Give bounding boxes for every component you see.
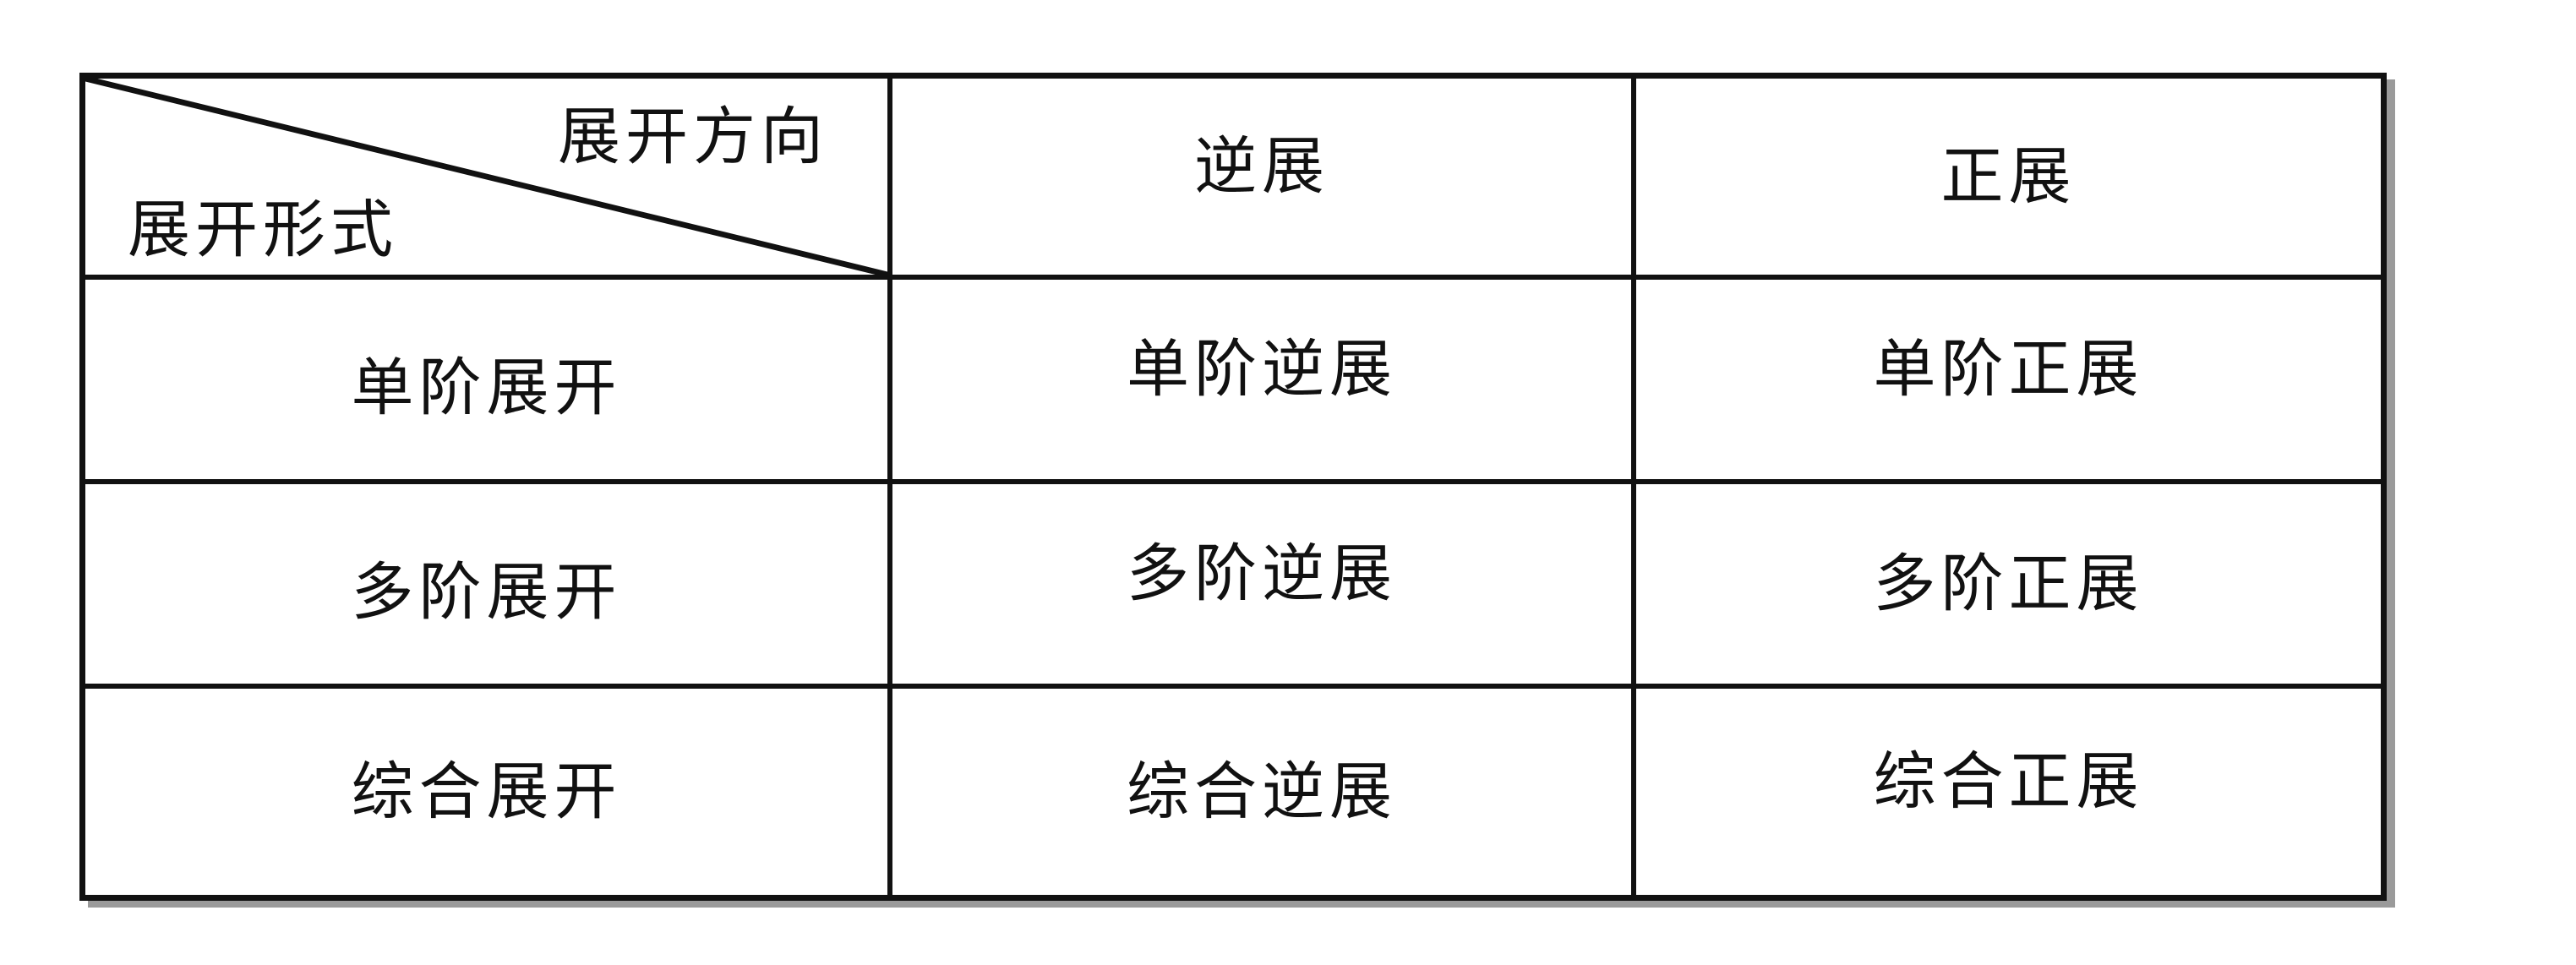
- row-header-label: 单阶展开: [351, 352, 622, 424]
- cell-label: 多阶正展: [1873, 548, 2144, 620]
- row-header-cell: 多阶展开: [85, 484, 892, 689]
- table-cell: 综合逆展: [892, 689, 1636, 895]
- corner-label-form: 展开形式: [128, 194, 398, 266]
- cell-label: 综合正展: [1873, 745, 2144, 818]
- column-header-label: 正展: [1940, 140, 2077, 213]
- table-grid: 展开方向 展开形式 逆展 正展 单阶展开 单阶逆展 单阶正展 多阶展开 多阶逆展…: [85, 79, 2381, 895]
- cell-label: 单阶正展: [1873, 333, 2144, 406]
- row-header-cell: 单阶展开: [85, 280, 892, 484]
- table-cell: 综合正展: [1636, 689, 2381, 895]
- table-cell: 单阶正展: [1636, 280, 2381, 484]
- corner-header-cell: 展开方向 展开形式: [85, 79, 892, 280]
- row-header-cell: 综合展开: [85, 689, 892, 895]
- table-cell: 单阶逆展: [892, 280, 1636, 484]
- row-header-label: 综合展开: [351, 755, 622, 828]
- cell-label: 综合逆展: [1127, 755, 1397, 828]
- cell-label: 单阶逆展: [1127, 333, 1397, 406]
- table-cell: 多阶正展: [1636, 484, 2381, 689]
- expansion-table: 展开方向 展开形式 逆展 正展 单阶展开 单阶逆展 单阶正展 多阶展开 多阶逆展…: [79, 73, 2387, 901]
- diagonal-divider: [85, 79, 887, 275]
- row-header-label: 多阶展开: [351, 556, 622, 629]
- cell-label: 多阶逆展: [1127, 537, 1397, 610]
- column-header-forward: 正展: [1636, 79, 2381, 280]
- corner-label-direction: 展开方向: [558, 101, 828, 173]
- column-header-reverse: 逆展: [892, 79, 1636, 280]
- table-cell: 多阶逆展: [892, 484, 1636, 689]
- column-header-label: 逆展: [1194, 130, 1329, 203]
